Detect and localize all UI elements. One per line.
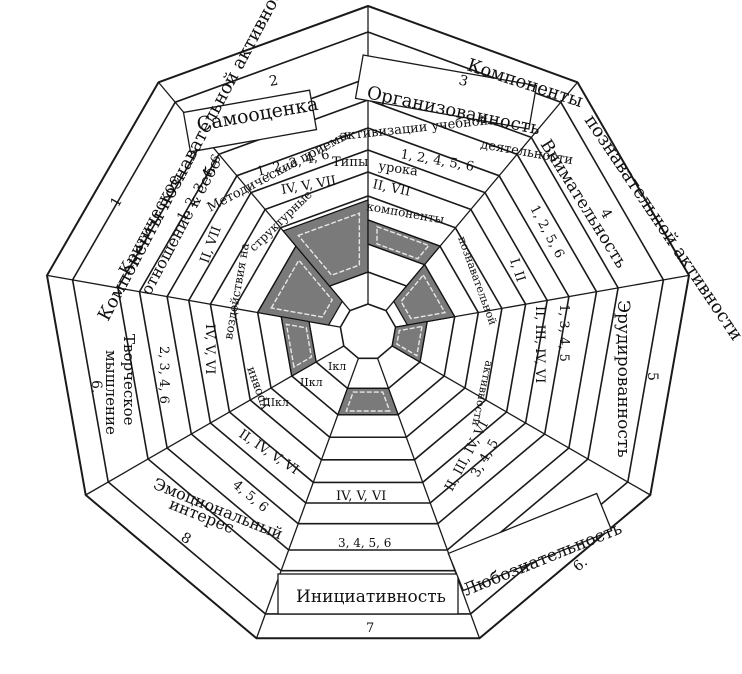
- creative-label-2: мышление: [102, 350, 120, 435]
- shaded-segment: [337, 387, 399, 416]
- methods-values-4: 1, 3, 4, 5: [556, 304, 571, 362]
- erudition-label: Эрудированность: [613, 300, 633, 458]
- number-7: 7: [366, 621, 374, 636]
- creative-label-1: Творческое: [120, 334, 138, 426]
- shaded-segment: [282, 199, 369, 287]
- shaded-segment-texture: [270, 259, 334, 318]
- types-label: Типы: [332, 155, 368, 170]
- shaded-segment-texture: [345, 391, 391, 412]
- ring-3: [117, 77, 619, 572]
- methods-values-6: 3, 4, 5, 6: [338, 536, 391, 550]
- number-2: 2: [268, 73, 280, 90]
- methods-values-1: 1, 2, 3, 4, 6: [255, 147, 331, 180]
- ring-7: [209, 171, 527, 484]
- components-label: компоненты: [365, 199, 445, 227]
- types-values-3: I, II: [506, 257, 528, 284]
- number-1: 1: [108, 194, 126, 210]
- initiative-box: [277, 573, 459, 615]
- types-values-6: IV, V, VI: [336, 489, 386, 504]
- selfesteem-box: [182, 89, 318, 153]
- methods-values-3: 1, 2, 5, 6: [526, 203, 566, 261]
- curiosity-box: [447, 492, 613, 592]
- number-3: 3: [457, 72, 470, 90]
- ring-5: [166, 127, 570, 525]
- lesson-label: урока: [377, 159, 419, 179]
- initiative-label: Инициативность: [296, 587, 446, 607]
- shaded-segments: [256, 199, 456, 416]
- spoke-line: [391, 345, 651, 496]
- types-values-2: II, VII: [371, 177, 411, 200]
- ring-8: [233, 195, 503, 461]
- shaded-segment-texture: [396, 325, 423, 357]
- methods-values-8: 2, 3, 4, 6: [156, 346, 171, 404]
- types-values-8: IV, V, VI: [202, 324, 217, 374]
- ring-4: [138, 99, 598, 551]
- influence-label: воздействия на: [221, 242, 252, 341]
- organization-box: [354, 54, 538, 130]
- types-values-4: II, III, IV, VI: [532, 306, 547, 383]
- shaded-segment-texture: [285, 323, 313, 369]
- ring-6: [187, 149, 549, 504]
- class-2-label: IIкл: [300, 376, 323, 389]
- shaded-segment: [391, 320, 428, 363]
- shaded-segment-texture: [376, 225, 431, 260]
- shaded-segment-texture: [297, 212, 361, 276]
- number-8: 8: [178, 530, 194, 548]
- class-1-label: Iкл: [328, 360, 346, 373]
- outer-ring: [45, 4, 691, 640]
- number-5: 5: [644, 372, 660, 381]
- shaded-segment-texture: [400, 273, 447, 320]
- methods-label-2: активизации учебной: [339, 113, 489, 144]
- class-3-label: IIIкл: [262, 396, 289, 409]
- inner-hub: [339, 303, 397, 360]
- number-6: 6.: [88, 380, 104, 393]
